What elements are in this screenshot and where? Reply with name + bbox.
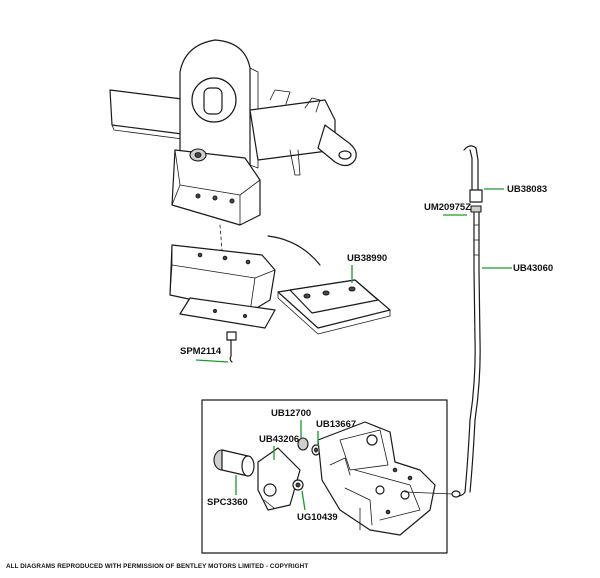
base-plate bbox=[179, 297, 276, 329]
callout-ub43060: UB43060 bbox=[482, 263, 553, 274]
copyright-notice: ALL DIAGRAMS REPRODUCED WITH PERMISSION … bbox=[6, 563, 309, 570]
callout-ub43206: UB43206 bbox=[259, 434, 299, 460]
rubber-buffer bbox=[169, 244, 276, 313]
label-ub13667: UB13667 bbox=[316, 419, 356, 430]
label-ub38990: UB38990 bbox=[347, 253, 387, 264]
label-um20975z: UM20975Z bbox=[424, 202, 471, 213]
inset-frame bbox=[201, 399, 448, 554]
label-ug10439: UG10439 bbox=[297, 512, 338, 523]
label-ub43206: UB43206 bbox=[259, 434, 299, 445]
callout-ub12700: UB12700 bbox=[271, 408, 311, 438]
buffer-pad-ub38990 bbox=[277, 279, 391, 335]
callout-ub38083: UB38083 bbox=[484, 184, 547, 195]
label-ub43060: UB43060 bbox=[513, 263, 553, 274]
callout-ub13667: UB13667 bbox=[316, 419, 356, 446]
label-spc3360: SPC3360 bbox=[207, 497, 248, 508]
callout-ug10439: UG10439 bbox=[297, 490, 338, 523]
label-ub12700: UB12700 bbox=[271, 408, 311, 419]
pin-spm2114 bbox=[226, 331, 237, 363]
callout-spc3360: SPC3360 bbox=[207, 475, 248, 508]
callout-spm2114: SPM2114 bbox=[180, 346, 229, 363]
callout-ub38990: UB38990 bbox=[347, 253, 387, 283]
label-spm2114: SPM2114 bbox=[180, 346, 222, 357]
callout-um20975z: UM20975Z bbox=[424, 202, 471, 216]
latch-assembly bbox=[213, 421, 453, 536]
control-rod-ub43060 bbox=[451, 145, 483, 498]
label-ub38083: UB38083 bbox=[507, 184, 547, 195]
bracket-assembly bbox=[109, 39, 357, 226]
